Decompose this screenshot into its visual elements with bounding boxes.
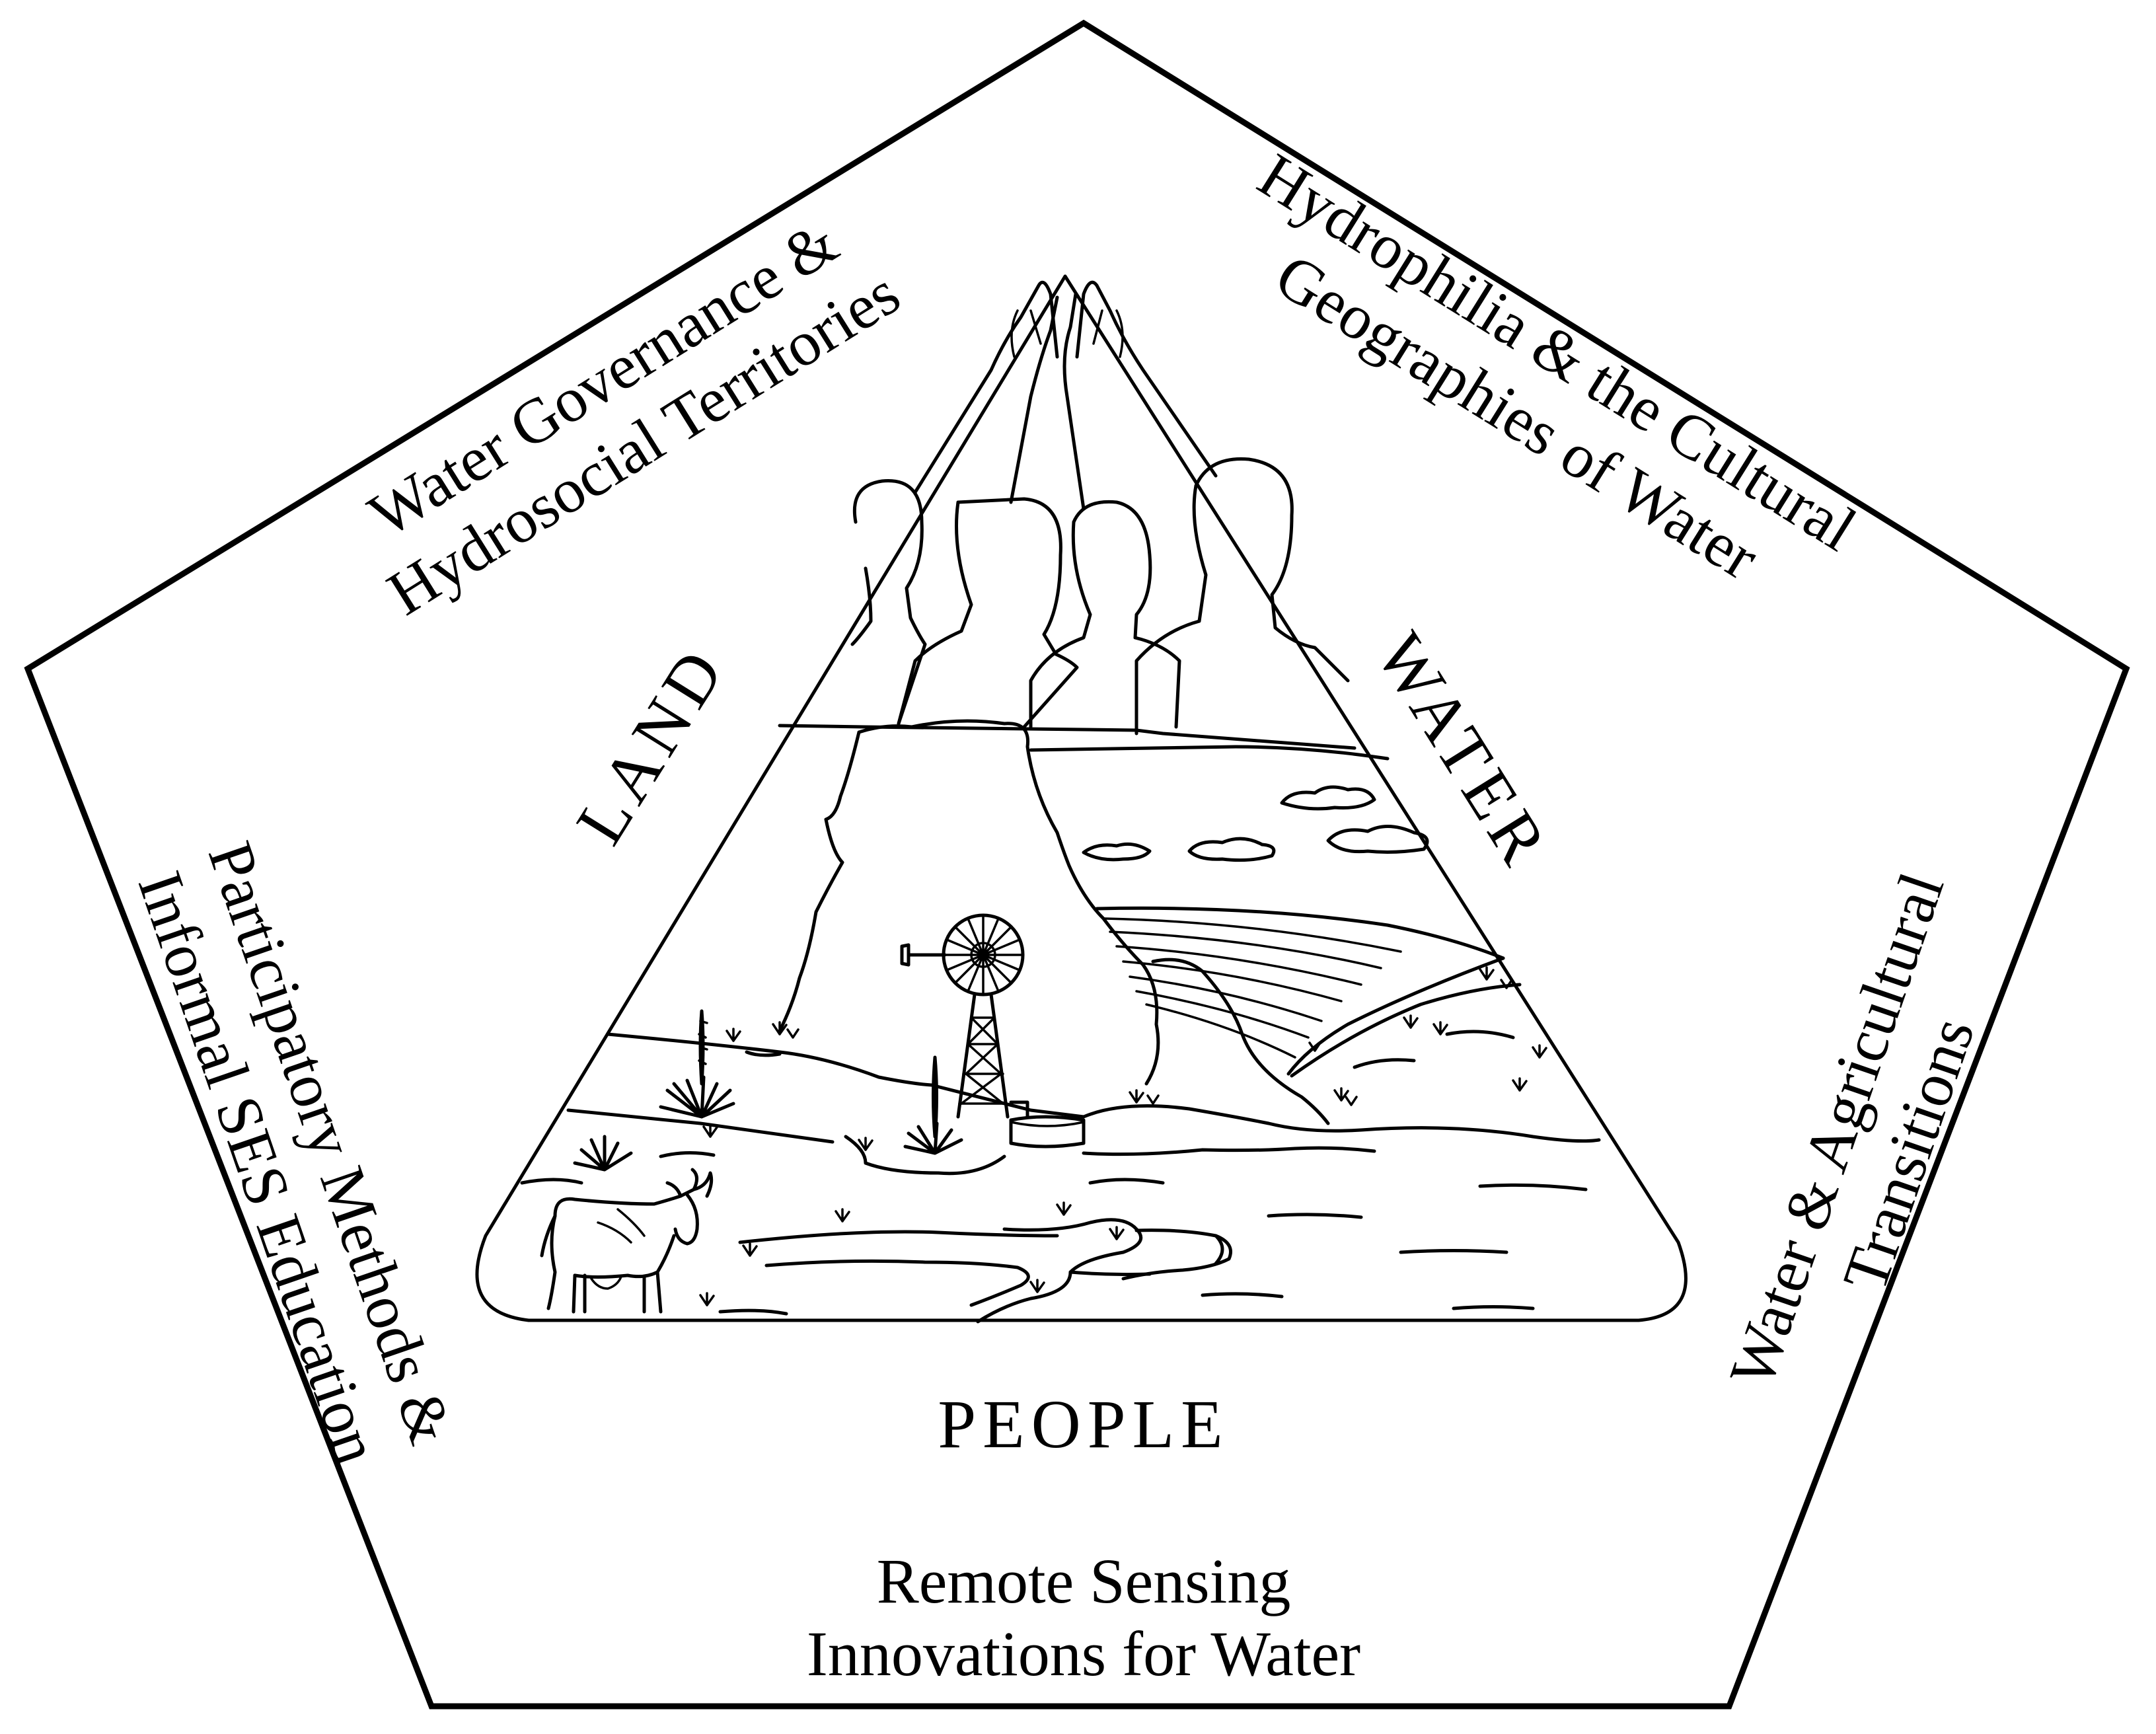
windmill-icon xyxy=(900,913,1029,1119)
horizon-line xyxy=(778,724,1357,750)
dimension-water: WATER xyxy=(1361,620,1565,882)
yucca-icon xyxy=(573,1009,963,1172)
pentagon-frame xyxy=(24,19,2130,1710)
theme-hydrophilia: Hydrophilia & the Cultural Geographies o… xyxy=(1247,139,1869,593)
river-icon xyxy=(718,1218,1232,1324)
theme-remote-sensing: Remote Sensing Innovations for Water xyxy=(807,1546,1360,1689)
people-silhouettes-icon xyxy=(850,457,1350,735)
water-tank-icon xyxy=(1009,1115,1086,1149)
dimension-people: PEOPLE xyxy=(938,1386,1229,1462)
terrain-lines xyxy=(520,1030,1601,1310)
theme-remote-sensing-line1: Remote Sensing xyxy=(877,1546,1291,1616)
dimension-water-label: WATER xyxy=(1361,620,1565,882)
dimension-land: LAND xyxy=(562,632,741,857)
theme-water-governance: Water Governance & Hydrosocial Territori… xyxy=(357,206,912,629)
theme-hydrophilia-line1: Hydrophilia & the Cultural xyxy=(1247,139,1869,564)
cloud-icon xyxy=(1082,785,1429,862)
cow-icon xyxy=(540,1168,714,1314)
theme-remote-sensing-line2: Innovations for Water xyxy=(807,1618,1360,1689)
grass-tufts xyxy=(699,966,1547,1306)
dimension-land-label: LAND xyxy=(562,632,741,857)
triangle-frame xyxy=(475,274,1688,1322)
dimension-people-label: PEOPLE xyxy=(938,1386,1229,1462)
theme-participatory-methods: Participatory Methods & Informal SES Edu… xyxy=(125,833,467,1472)
raised-hands-icon xyxy=(913,280,1218,511)
crop-field-icon xyxy=(1095,906,1522,1078)
